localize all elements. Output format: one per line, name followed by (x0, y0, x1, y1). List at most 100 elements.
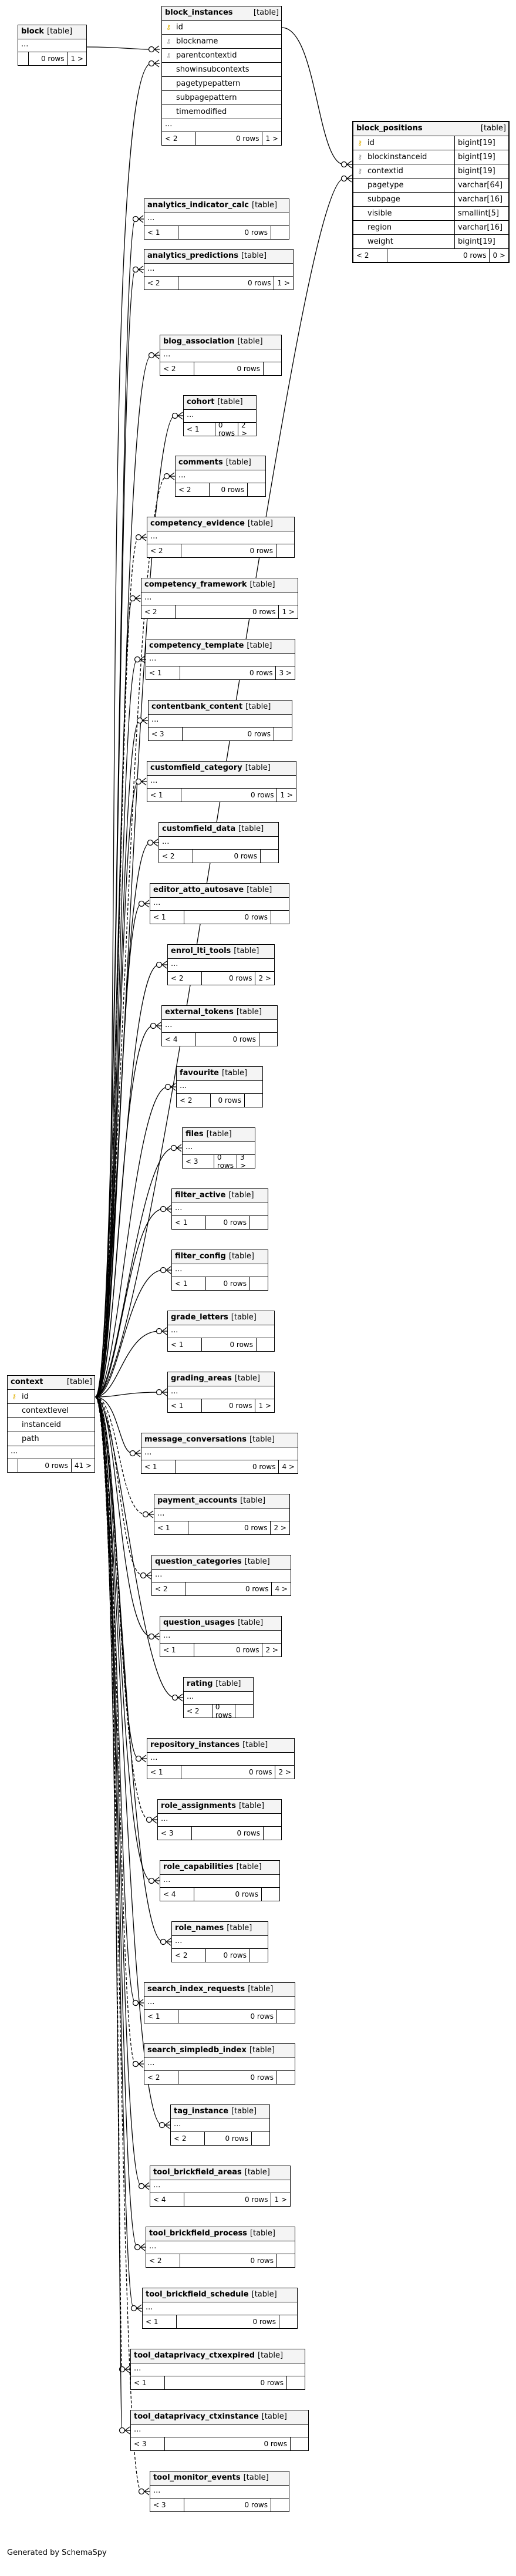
columns-ellipsis: ... (144, 1997, 295, 2010)
table-name: contentbank_content (151, 702, 243, 711)
columns-ellipsis: ... (162, 119, 281, 132)
column-row[interactable]: contextlevel (8, 1404, 95, 1418)
row-count: 0 rows (206, 1949, 250, 1962)
crows-foot (154, 45, 160, 53)
crows-foot (177, 1693, 183, 1702)
table-name: question_usages (163, 1618, 235, 1627)
table-type: [table] (231, 1313, 257, 1322)
column-row[interactable]: ⚷blockname (162, 35, 281, 49)
column-row[interactable]: subpagepattern (162, 91, 281, 105)
child-count: 3 > (279, 669, 292, 677)
table-tool-dataprivacy-ctxinstance[interactable]: tool_dataprivacy_ctxinstance[table]...< … (130, 2410, 309, 2451)
table-type: [table] (228, 1191, 254, 1200)
column-row[interactable]: pagetypepattern (162, 77, 281, 91)
column-row[interactable]: ⚷parentcontextid (162, 49, 281, 63)
column-row[interactable]: timemodified (162, 105, 281, 119)
columns-ellipsis: ... (172, 1203, 268, 1216)
column-row[interactable]: ⚷id (162, 21, 281, 35)
parent-count: < 4 (162, 1033, 196, 1046)
table-type: [table] (249, 2046, 275, 2055)
table-tool-dataprivacy-ctxexpired[interactable]: tool_dataprivacy_ctxexpired[table]...< 1… (130, 2349, 305, 2390)
row-count: 0 rows (211, 1094, 245, 1107)
columns-ellipsis: ... (131, 2425, 308, 2437)
crows-foot (144, 2182, 150, 2190)
table-name: block (21, 27, 45, 36)
table-block[interactable]: block[table] ... 0 rows 1 > (18, 25, 87, 66)
table-block-instances[interactable]: block_instances[table] ⚷id⚷blockname⚷par… (161, 6, 282, 146)
child-count: 41 > (74, 1462, 92, 1470)
parent-count: < 4 (150, 2193, 184, 2206)
columns-ellipsis: ... (158, 1814, 281, 1827)
table-name: files (186, 1130, 204, 1139)
columns-ellipsis: ... (147, 531, 294, 544)
relation-end-circle (135, 534, 142, 541)
columns-ellipsis: ... (184, 410, 256, 423)
row-count: 0 rows (184, 911, 271, 924)
row-count: 0 rows (202, 1399, 256, 1412)
parent-count (18, 52, 29, 65)
table-name: customfield_category (150, 763, 242, 772)
parent-count: < 1 (150, 911, 184, 924)
column-row[interactable]: path (8, 1432, 95, 1446)
column-row[interactable]: showinsubcontexts (162, 63, 281, 77)
column-row[interactable]: ⚷id (8, 1390, 95, 1404)
table-name: tool_brickfield_process (149, 2229, 247, 2238)
relation-line (95, 1331, 160, 1398)
row-count: 0 rows (184, 2498, 271, 2511)
parent-count: < 2 (160, 362, 194, 375)
relation-end-circle (171, 1694, 178, 1701)
column-name: parentcontextid (176, 51, 237, 60)
column-row[interactable]: instanceid (8, 1418, 95, 1432)
crows-foot (166, 1205, 171, 1213)
table-name: editor_atto_autosave (153, 885, 244, 894)
